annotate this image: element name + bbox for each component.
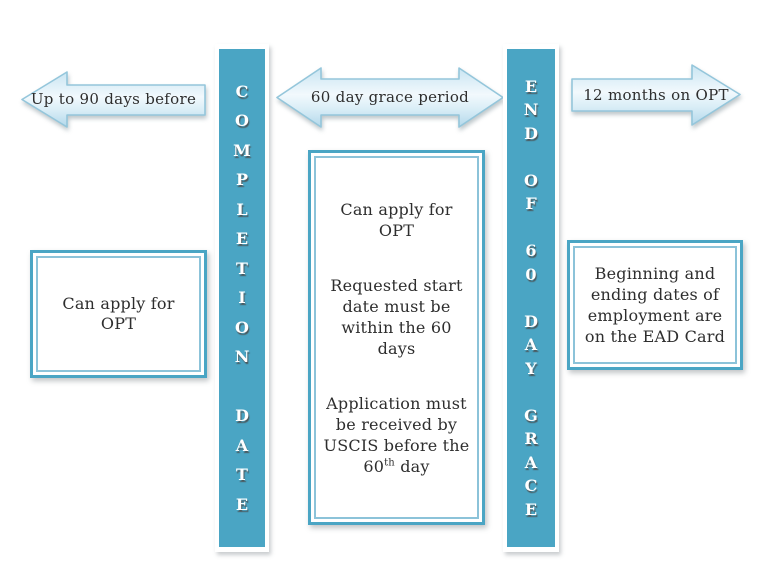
deadline-60th-day-line: 60th day <box>324 456 470 477</box>
arrow-12-months-on-opt: 12 months on OPT <box>571 64 741 126</box>
end-of-60-day-grace-bar-fill: E N D O F 6 0 D A Y G R A C E <box>507 49 555 547</box>
end-of-60-day-grace-bar-text: E N D O F 6 0 D A Y G R A C E <box>523 76 539 519</box>
grace-period-details-box: Can apply for OPT Requested start date m… <box>308 150 485 525</box>
completion-date-bar: C O M P L E T I O N D A T E <box>215 44 269 552</box>
completion-date-bar-fill: C O M P L E T I O N D A T E <box>219 49 265 547</box>
grace-can-apply-text: Can apply for OPT <box>340 199 453 240</box>
can-apply-opt-box: Can apply for OPT <box>30 250 207 378</box>
deadline-ordinal-suffix: th <box>384 457 395 469</box>
arrow-up-to-90-days: Up to 90 days before <box>21 71 206 128</box>
right-arrow-icon <box>571 64 741 126</box>
completion-date-bar-text: C O M P L E T I O N D A T E <box>233 81 251 514</box>
application-deadline-text: Application must be received by USCIS be… <box>324 393 470 477</box>
left-arrow-icon <box>21 71 206 128</box>
arrow-60-day-grace-period: 60 day grace period <box>276 67 504 128</box>
arrow-up-to-90-days-label: Up to 90 days before <box>30 90 197 108</box>
end-of-60-day-grace-bar: E N D O F 6 0 D A Y G R A C E <box>503 44 559 552</box>
ead-card-dates-text: Beginning and ending dates of employment… <box>584 264 726 346</box>
ead-card-dates-box: Beginning and ending dates of employment… <box>567 240 743 370</box>
deadline-tail: day <box>394 456 430 476</box>
can-apply-opt-text: Can apply for OPT <box>62 294 175 333</box>
deadline-number: 60 <box>363 456 385 476</box>
arrow-12-months-on-opt-label: 12 months on OPT <box>583 86 729 104</box>
application-deadline-lines: Application must be received by USCIS be… <box>323 393 470 455</box>
arrow-60-day-grace-period-label: 60 day grace period <box>310 88 470 106</box>
requested-start-date-text: Requested start date must be within the … <box>330 275 463 358</box>
